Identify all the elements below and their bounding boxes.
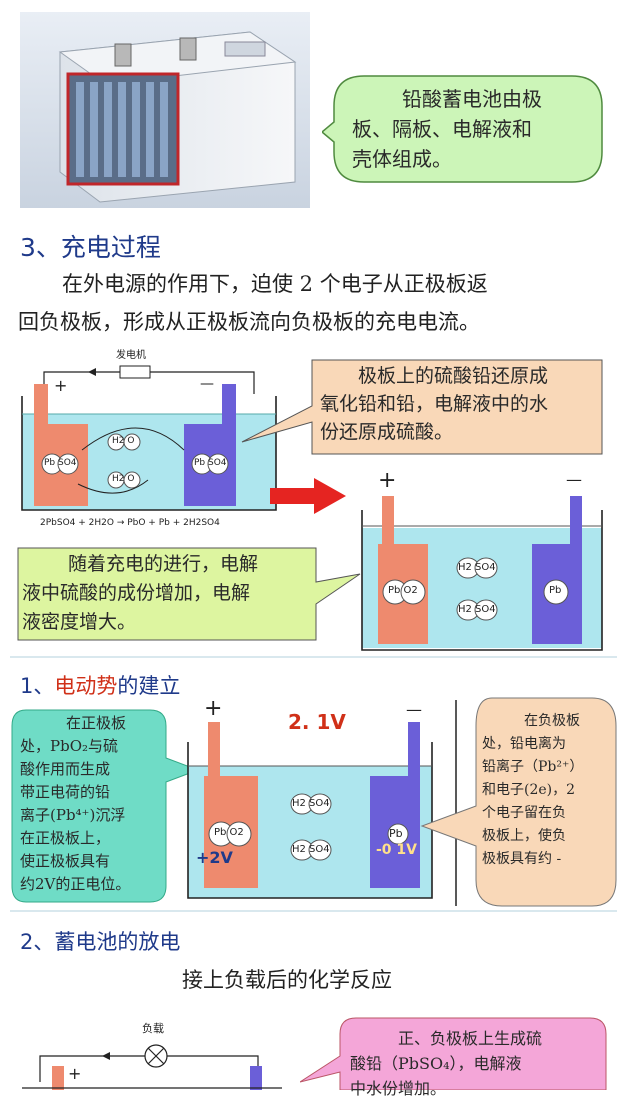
emf-right-potential: -0 1V: [376, 842, 418, 858]
discharge-note-line: 酸铅（PbSO₄），电解液: [350, 1054, 522, 1073]
charged-acid-label: H2 SO4: [458, 562, 496, 573]
section-divider: [10, 910, 617, 912]
charged-right-label: Pb: [549, 585, 562, 596]
charge-left-plate-label: Pb SO4: [44, 458, 77, 468]
emf-left-label: Pb O2: [214, 827, 244, 838]
charge-water-label: H2 O: [112, 436, 135, 446]
emf-cell-diagram: + — 2. 1V Pb O2 Pb H2 SO4 H2 SO4 +2V -0 …: [184, 696, 466, 906]
green-note-line: 液中硫酸的成份增加，电解: [22, 582, 251, 604]
charge-note-line: 份还原成硫酸。: [320, 421, 454, 443]
emf-acid-label: H2 SO4: [292, 844, 330, 855]
discharge-note-bubble: 正、负极板上生成硫 酸铅（PbSO₄），电解液 中水份增加。: [300, 1016, 612, 1098]
charged-left-label: Pb O2: [388, 585, 418, 596]
charge-minus-sign: —: [200, 376, 214, 392]
emf-title-suffix: 的建立: [117, 674, 181, 698]
emf-right-line: 极板上，使负: [482, 828, 566, 844]
emf-right-line: 和电子(2e)，2: [482, 782, 576, 798]
emf-left-line: 约2V的正电位。: [20, 875, 131, 893]
battery-photo: [20, 12, 310, 208]
charge-right-plate-label: Pb SO4: [194, 458, 227, 468]
charge-paragraph-line2: 回负极板，形成从正极板流向负极板的充电电流。: [18, 310, 480, 334]
charged-acid-label: H2 SO4: [458, 604, 496, 615]
charge-paragraph-line1: 在外电源的作用下，迫使 2 个电子从正极板返: [62, 272, 488, 296]
load-label: 负载: [142, 1022, 164, 1035]
emf-left-line: 离子(Pb⁴⁺)沉浮: [20, 806, 126, 824]
photo-note-line: 板、隔板、电解液和: [352, 117, 532, 141]
charge-note-line: 氧化铅和铅，电解液中的水: [320, 393, 549, 415]
emf-voltage-label: 2. 1V: [288, 710, 346, 734]
charge-green-note: 随着充电的进行，电解 液中硫酸的成份增加，电解 液密度增大。: [16, 546, 362, 642]
emf-left-line: 使正极板具有: [20, 852, 111, 870]
discharge-cell-diagram: 负载 +: [22, 1016, 282, 1090]
emf-right-note: 在负极板 处，铅电离为 铅离子（Pb²⁺） 和电子(2e)，2 个电子留在负 极…: [420, 696, 620, 910]
emf-right-line: 个电子留在负: [482, 805, 566, 821]
section-divider: [10, 656, 617, 658]
discharge-note-line: 中水份增加。: [350, 1079, 447, 1098]
emf-right-line: 铅离子（Pb²⁺）: [482, 759, 584, 775]
emf-left-potential: +2V: [196, 848, 233, 867]
emf-plus-sign: +: [204, 696, 223, 721]
emf-minus-sign: —: [406, 700, 422, 719]
charge-note-bubble: 极板上的硫酸铅还原成 氧化铅和铅，电解液中的水 份还原成硫酸。: [240, 356, 612, 460]
photo-note-line: 壳体组成。: [352, 147, 452, 171]
emf-right-label: Pb: [389, 827, 403, 840]
emf-right-line: 极板具有约 -: [482, 851, 562, 867]
section-title-charge: 3、充电过程: [20, 233, 161, 262]
green-note-line: 液密度增大。: [22, 611, 137, 633]
photo-note-bubble: 铅酸蓄电池由极 板、隔板、电解液和 壳体组成。: [322, 70, 608, 188]
discharge-note-line: 正、负极板上生成硫: [398, 1029, 543, 1048]
generator-label: 发电机: [116, 350, 146, 361]
discharge-subtitle: 接上负载后的化学反应: [182, 968, 392, 992]
charge-cell-diagram: 发电机 + — Pb SO4 Pb SO4 H2 O H2 O 2PbSO4 +…: [18, 350, 280, 536]
red-arrow-icon: [270, 478, 346, 514]
charged-minus-sign: —: [566, 470, 582, 489]
charge-note-line: 极板上的硫酸铅还原成: [358, 365, 549, 387]
green-note-line: 随着充电的进行，电解: [68, 553, 259, 575]
charged-plus-sign: +: [378, 468, 397, 493]
emf-left-line: 在正极板上，: [20, 829, 111, 847]
emf-title-highlight: 电动势: [54, 674, 118, 698]
emf-right-line: 处，铅电离为: [482, 736, 566, 752]
emf-left-line: 在正极板: [66, 714, 127, 732]
emf-title-prefix: 1、: [20, 674, 55, 698]
emf-left-line: 带正电荷的铅: [20, 783, 111, 801]
emf-right-line: 在负极板: [524, 713, 580, 729]
charge-equation: 2PbSO4 + 2H2O → PbO + Pb + 2H2SO4: [40, 518, 220, 528]
section-title-emf: 1、电动势的建立: [20, 670, 180, 700]
emf-left-note: 在正极板 处，PbO₂与硫 酸作用而生成 带正电荷的铅 离子(Pb⁴⁺)沉浮 在…: [10, 708, 200, 904]
emf-left-line: 处，PbO₂与硫: [20, 737, 119, 755]
section-title-discharge: 2、蓄电池的放电: [20, 930, 181, 954]
photo-note-line: 铅酸蓄电池由极: [402, 87, 542, 111]
charge-plus-sign: +: [54, 376, 68, 395]
emf-acid-label: H2 SO4: [292, 798, 330, 809]
charge-water-label: H2 O: [112, 474, 135, 484]
emf-left-line: 酸作用而生成: [20, 760, 111, 778]
charged-cell-diagram: + — Pb O2 Pb H2 SO4 H2 SO4: [358, 468, 606, 654]
discharge-plus-sign: +: [68, 1064, 82, 1083]
